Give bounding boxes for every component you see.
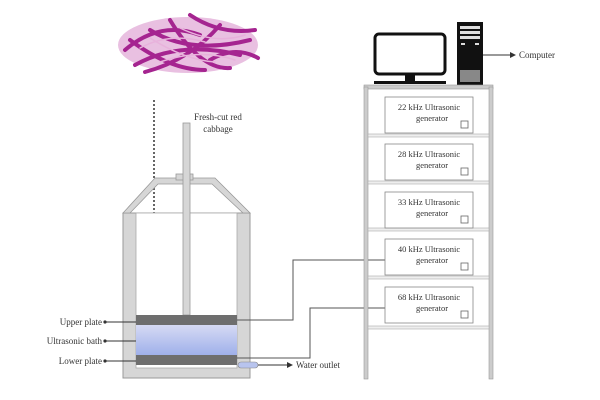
- ultrasonic-bath-tank: [122, 122, 259, 379]
- water-outlet-label: Water outlet: [296, 360, 341, 370]
- computer-label: Computer: [519, 50, 555, 60]
- power-button: [460, 120, 469, 129]
- generator-label: 33 kHz Ultrasonic: [398, 197, 461, 207]
- power-button: [460, 167, 469, 176]
- power-button: [460, 215, 469, 224]
- generator-sublabel: generator: [416, 255, 448, 265]
- ultrasonic-bath-water: [136, 325, 237, 355]
- upper-plate: [136, 315, 237, 325]
- lower-plate-label: Lower plate: [59, 356, 102, 366]
- generator-label: 40 kHz Ultrasonic: [398, 244, 461, 254]
- red-cabbage-image: [118, 13, 260, 74]
- cabbage-label-line2: cabbage: [203, 124, 232, 134]
- water-outlet-pipe: [237, 361, 259, 369]
- generator-sublabel: generator: [416, 160, 448, 170]
- generator-label: 68 kHz Ultrasonic: [398, 292, 461, 302]
- shaft: [182, 122, 191, 316]
- generator-label: 28 kHz Ultrasonic: [398, 149, 461, 159]
- generator-sublabel: generator: [416, 113, 448, 123]
- monitor: [373, 32, 447, 76]
- equipment-rack: [363, 84, 494, 380]
- power-button: [460, 310, 469, 319]
- generator-box: [384, 96, 474, 134]
- lower-plate: [136, 355, 237, 365]
- upper-plate-label: Upper plate: [60, 317, 102, 327]
- generator-sublabel: generator: [416, 208, 448, 218]
- generator-box: [384, 143, 474, 181]
- generator-box: [384, 238, 474, 276]
- power-button: [460, 262, 469, 271]
- ultrasonic-bath-label: Ultrasonic bath: [47, 336, 103, 346]
- cables: [237, 259, 385, 359]
- generator-box: [384, 191, 474, 229]
- generator-sublabel: generator: [416, 303, 448, 313]
- generator-box: [384, 286, 474, 324]
- cabbage-label-line1: Fresh-cut red: [194, 112, 242, 122]
- computer: [373, 22, 483, 85]
- generator-label: 22 kHz Ultrasonic: [398, 102, 461, 112]
